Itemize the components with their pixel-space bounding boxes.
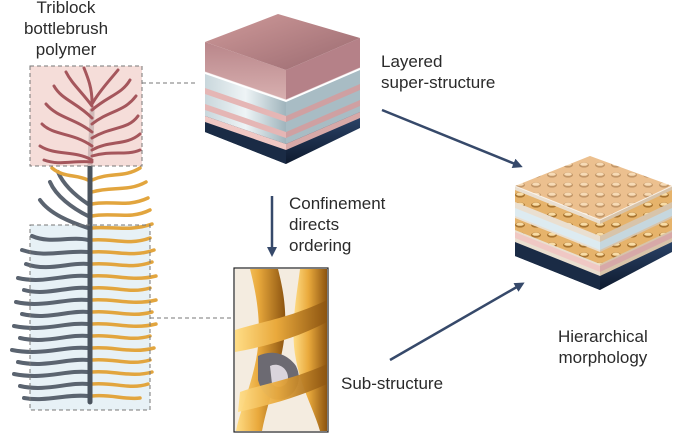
label-line: polymer <box>35 40 97 59</box>
label-line: directs <box>289 215 340 234</box>
label-line: Layered <box>381 52 443 71</box>
label-triblock-bottlebrush-polymer: Triblock bottlebrush polymer <box>18 0 114 60</box>
pink-bristles <box>38 66 142 165</box>
label-line: morphology <box>558 348 648 367</box>
label-hierarchical-morphology: Hierarchical morphology <box>558 326 648 368</box>
label-layered-superstructure: Layered super-structure <box>381 51 495 93</box>
gold-bristles <box>50 166 158 401</box>
grey-bristles <box>10 170 90 402</box>
substructure-panel <box>233 267 329 433</box>
label-line: ordering <box>289 236 352 255</box>
pink-block-box <box>29 65 143 167</box>
hierarchical-cube <box>514 156 673 290</box>
label-line: super-structure <box>381 73 496 92</box>
pink-block-highlight <box>30 66 142 166</box>
label-line: Triblock <box>36 0 96 17</box>
label-line: bottlebrush <box>23 19 109 38</box>
label-confinement-directs-ordering: Confinement directs ordering <box>289 193 385 256</box>
label-substructure: Sub-structure <box>341 373 443 394</box>
arrow-layered-to-hierarchical <box>381 108 523 169</box>
label-line: Confinement <box>289 194 386 213</box>
bottlebrush-polymer-illustration <box>10 65 158 411</box>
arrow-sub-to-hierarchical <box>389 282 525 362</box>
label-line: Sub-structure <box>341 374 444 393</box>
label-line: Hierarchical <box>558 327 648 346</box>
layered-cube <box>204 14 361 164</box>
